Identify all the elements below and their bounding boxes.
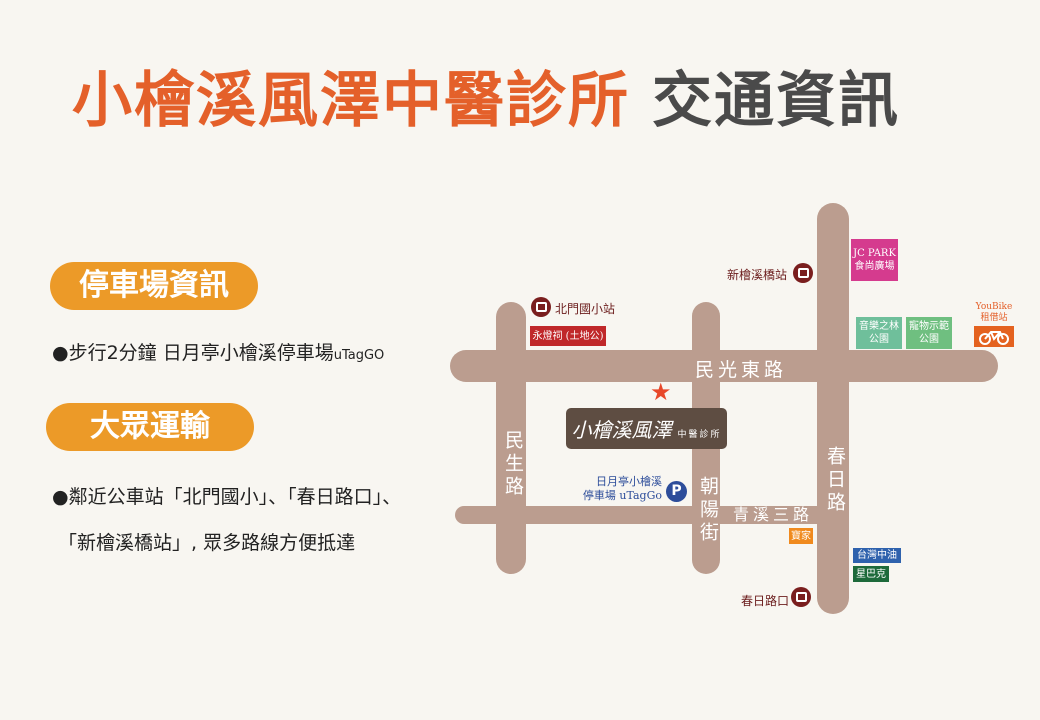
- parking-heading: 停車場資訊: [50, 262, 258, 310]
- landmark-jcpark: JC PARK 食尚廣場: [851, 239, 898, 281]
- clinic-logo-text: 小檜溪風澤: [571, 418, 672, 442]
- page-title: 小檜溪風澤中醫診所交通資訊: [72, 52, 900, 139]
- clinic-logo: 小檜溪風澤中醫診所: [566, 408, 727, 449]
- music-line1: 音樂之林: [859, 321, 899, 332]
- bicycle-icon: [974, 326, 1014, 347]
- landmark-pet-park: 寵物示範公園: [906, 317, 952, 349]
- youbike-line1: YouBike: [975, 302, 1013, 312]
- label-qingxi: 青溪三路: [733, 505, 814, 524]
- landmark-music-park: 音樂之林公園: [856, 317, 902, 349]
- bus-icon: [531, 297, 551, 317]
- transit-line1: ●鄰近公車站「北門國小」、「春日路口」、: [52, 486, 402, 508]
- landmark-cpc: 台灣中油: [853, 548, 901, 563]
- road-minguang: [450, 350, 998, 382]
- parking-utaggo: uTagGO: [333, 348, 385, 363]
- label-minsheng: 民生路: [502, 430, 524, 499]
- label-chaoyang: 朝陽街: [697, 476, 719, 545]
- transit-heading: 大眾運輸: [46, 403, 254, 451]
- label-chunri: 春日路: [824, 446, 846, 515]
- parking-text: ●步行2分鐘 日月亭小檜溪停車場uTagGO: [52, 338, 384, 365]
- parking-label: 日月亭小檜溪停車場 uTagGo: [560, 475, 662, 503]
- pet-line2: 公園: [919, 334, 939, 345]
- pet-line1: 寵物示範: [909, 321, 949, 332]
- parking-icon: P: [666, 481, 687, 502]
- landmark-temple: 永燈祠 (土地公): [530, 326, 606, 346]
- landmark-baojia: 寶家: [789, 528, 813, 544]
- bus-stop-beimen: 北門國小站: [555, 302, 616, 316]
- bus-icon: [793, 263, 813, 283]
- parking-line1: 日月亭小檜溪: [596, 475, 662, 488]
- bus-stop-chunri: 春日路口: [741, 594, 790, 608]
- clinic-name: 小檜溪風澤中醫診所: [72, 66, 630, 136]
- bus-stop-xinkuixi: 新檜溪橋站: [727, 268, 788, 282]
- road-minsheng: [496, 302, 526, 574]
- bus-icon: [791, 587, 811, 607]
- jcpark-line1: JC PARK: [853, 248, 896, 259]
- label-minguang: 民光東路: [695, 359, 788, 381]
- parking-desc: ●步行2分鐘 日月亭小檜溪停車場: [52, 342, 334, 364]
- transit-line2: 「新檜溪橋站」, 眾多路線方便抵達: [58, 532, 356, 554]
- title-subtitle: 交通資訊: [652, 66, 900, 136]
- clinic-star-icon: ★: [650, 378, 672, 406]
- jcpark-line2: 食尚廣場: [854, 261, 895, 272]
- parking-line2: 停車場 uTagGo: [582, 489, 662, 502]
- music-line2: 公園: [869, 334, 889, 345]
- clinic-logo-sub: 中醫診所: [677, 430, 722, 440]
- road-qingxi: [455, 506, 849, 524]
- landmark-starbucks: 星巴克: [853, 566, 889, 582]
- road-chunri: [817, 203, 849, 614]
- youbike-line2: 租借站: [980, 313, 1008, 323]
